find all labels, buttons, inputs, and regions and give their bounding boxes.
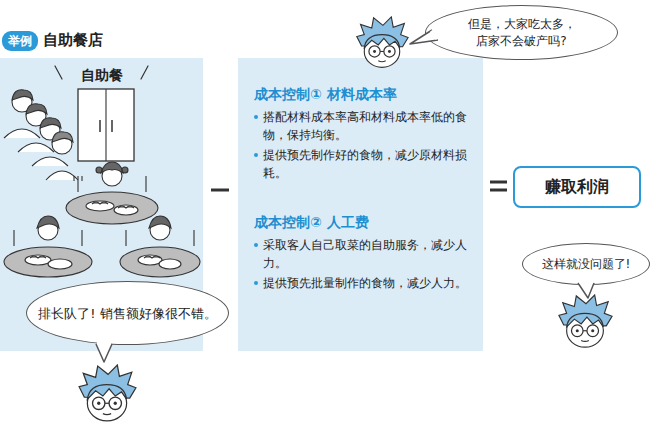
box-text: 排长队了! 销售额好像很不错。 [38,304,216,323]
bullet-item: 提供预先制作好的食物，减少原材料损耗。 [254,146,469,182]
box-text: 举例 [8,34,32,48]
bullet-text: 提供预先制作好的食物，减少原材料损耗。 [263,146,469,182]
speech-bubble: 排长队了! 销售额好像很不错。 [26,281,229,345]
result-box: 赚取利润 [513,166,641,208]
box-text: 这样就没问题了! [542,256,631,273]
section-heading: 成本控制① 材料成本率 [254,84,469,104]
example-badge: 举例 [2,31,38,51]
bullet-text: 提供预先批量制作的食物，减少人力。 [263,274,467,292]
bullet-text: 搭配材料成本率高和材料成本率低的食物，保持均衡。 [263,108,469,144]
bullet-item: 搭配材料成本率高和材料成本率低的食物，保持均衡。 [254,108,469,144]
bullet-dot [254,243,258,247]
bullet-item: 采取客人自己取菜的自助服务，减少人力。 [254,236,469,272]
speech-bubble: 这样就没问题了! [522,243,650,285]
sign-text: 自助餐 [0,66,203,84]
box-text: 赚取利润 [545,177,609,197]
section-heading: 成本控制② 人工费 [254,212,469,232]
bullet-dot [254,115,258,119]
speech-bubble: 但是，大家吃太多， 店家不会破产吗? [425,5,618,60]
box-text: 但是，大家吃太多， 店家不会破产吗? [426,16,617,50]
diagram-title: 自助餐店 [43,30,103,50]
bullet-item: 提供预先批量制作的食物，减少人力。 [254,274,469,292]
bullet-dot [254,153,258,157]
bullet-text: 采取客人自己取菜的自助服务，减少人力。 [263,236,469,272]
bullet-dot [254,281,258,285]
cost-panel: 成本控制① 材料成本率搭配材料成本率高和材料成本率低的食物，保持均衡。提供预先制… [238,58,483,351]
